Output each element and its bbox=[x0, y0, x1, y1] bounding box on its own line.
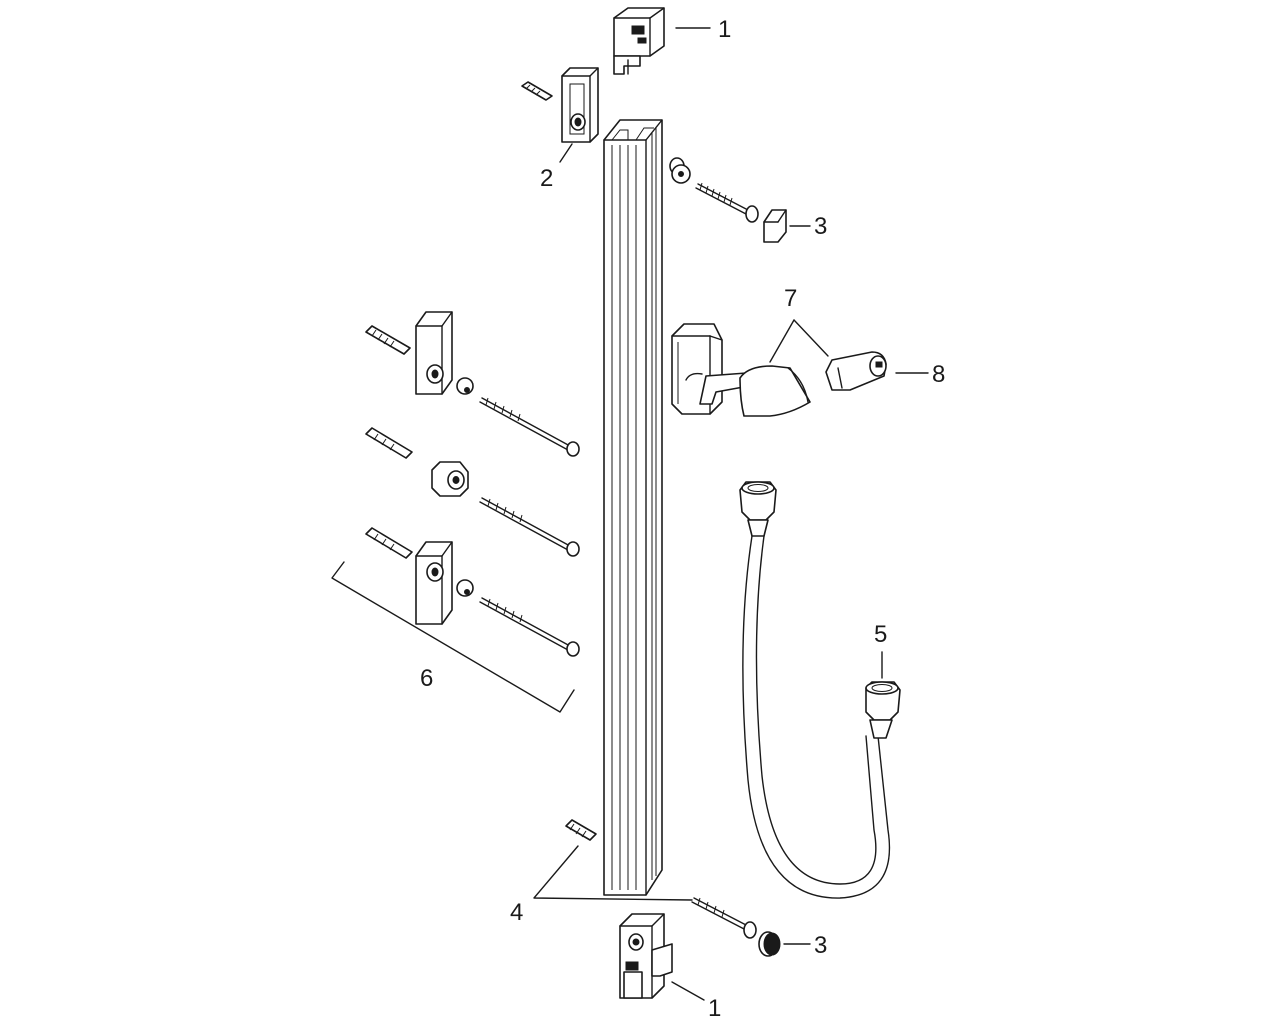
middle-dowel-part bbox=[365, 427, 413, 459]
bottom-end-cap-part bbox=[619, 913, 673, 999]
label-3-bottom: 3 bbox=[814, 932, 827, 959]
slider-part bbox=[671, 323, 811, 417]
leader-line-2 bbox=[559, 143, 573, 163]
label-1-bottom: 1 bbox=[708, 995, 721, 1022]
leader-line-7a bbox=[769, 319, 795, 363]
hose-part bbox=[739, 481, 901, 899]
middle-long-screw-part bbox=[479, 497, 580, 557]
top-screw-part bbox=[695, 182, 759, 223]
label-5: 5 bbox=[874, 621, 887, 648]
middle-nut-part bbox=[431, 461, 469, 497]
label-2: 2 bbox=[540, 165, 553, 192]
top-screw-cover-part bbox=[763, 209, 787, 243]
label-8: 8 bbox=[932, 361, 945, 388]
lower-pin-part bbox=[565, 819, 597, 841]
label-1-top: 1 bbox=[718, 16, 731, 43]
upper-long-screw-part bbox=[479, 397, 580, 457]
top-bracket-part bbox=[561, 67, 599, 143]
bracket-line-6 bbox=[331, 561, 575, 713]
lower-washer-part bbox=[456, 579, 474, 597]
handshower-holder-part bbox=[825, 351, 887, 391]
upper-washer-part bbox=[456, 377, 474, 395]
leader-line-4 bbox=[533, 845, 693, 901]
upper-dowel-part bbox=[365, 325, 411, 355]
top-dowel-part bbox=[521, 81, 553, 101]
label-4: 4 bbox=[510, 899, 523, 926]
lower-wall-bracket-part bbox=[415, 541, 453, 625]
leader-line-1-bottom bbox=[671, 981, 705, 1001]
top-washer-part bbox=[669, 157, 691, 184]
lower-dowel-part bbox=[365, 527, 413, 559]
label-7: 7 bbox=[784, 285, 797, 312]
lower-screw-part bbox=[691, 897, 757, 939]
label-3-top: 3 bbox=[814, 213, 827, 240]
upper-wall-bracket-part bbox=[415, 311, 453, 395]
leader-line-7b bbox=[793, 319, 829, 357]
rail-bar bbox=[603, 119, 663, 896]
top-end-cap-part bbox=[613, 7, 665, 75]
label-6: 6 bbox=[420, 665, 433, 692]
bottom-screw-cover-part bbox=[758, 931, 781, 957]
lower-long-screw-part bbox=[479, 597, 580, 657]
